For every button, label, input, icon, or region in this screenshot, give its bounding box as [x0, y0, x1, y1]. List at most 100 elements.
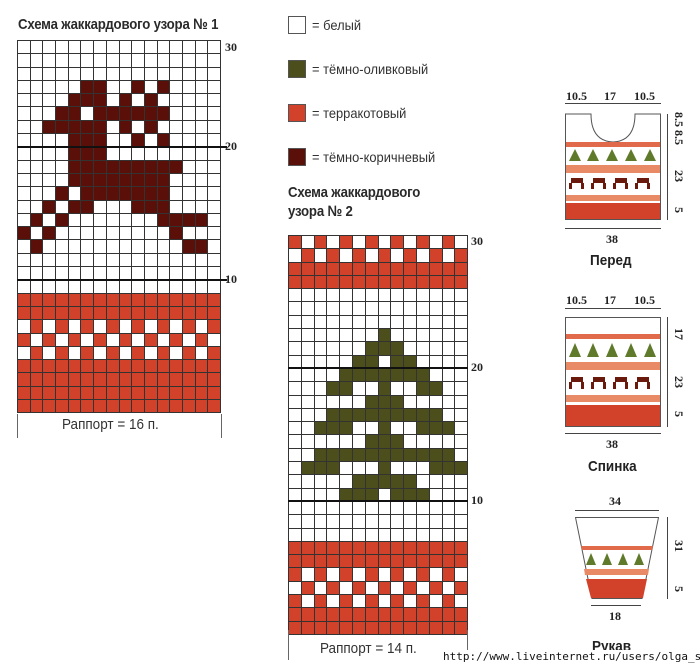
stitch-cell — [106, 293, 119, 306]
chart1-grid — [17, 40, 221, 414]
stitch-cell — [106, 267, 119, 280]
back-side-dim-1: 17 — [672, 328, 686, 340]
stitch-cell — [365, 275, 378, 289]
stitch-cell — [455, 262, 468, 275]
stitch-cell — [455, 395, 468, 408]
stitch-cell — [289, 422, 301, 435]
stitch-cell — [429, 302, 442, 315]
stitch-cell — [327, 501, 340, 515]
front-piece — [565, 95, 661, 220]
stitch-cell — [119, 306, 132, 320]
stitch-cell — [416, 395, 429, 408]
stitch-cell — [119, 54, 132, 67]
stitch-cell — [429, 515, 442, 528]
stitch-cell — [327, 448, 340, 462]
stitch-cell — [455, 422, 468, 435]
stitch-cell — [94, 360, 106, 373]
stitch-cell — [81, 360, 94, 373]
stitch-cell — [365, 236, 378, 249]
stitch-cell — [365, 262, 378, 275]
chart1-rapport-left-bracket — [17, 414, 18, 438]
sleeve-top-dim: 34 — [609, 494, 621, 508]
stitch-cell — [195, 306, 208, 320]
stitch-cell — [378, 289, 391, 302]
stitch-cell — [68, 120, 81, 134]
stitch-cell — [56, 306, 68, 320]
stitch-cell — [182, 373, 195, 386]
stitch-cell — [327, 289, 340, 302]
stitch-cell — [18, 267, 30, 280]
stitch-cell — [81, 253, 94, 267]
stitch-cell — [30, 333, 43, 346]
stitch-cell — [132, 147, 144, 160]
front-piece-drawing — [565, 113, 661, 220]
stitch-cell — [30, 280, 43, 293]
chart2-rapport-right-bracket — [467, 630, 468, 660]
stitch-cell — [157, 333, 170, 346]
stitch-cell — [94, 134, 106, 147]
stitch-cell — [43, 147, 56, 160]
stitch-cell — [157, 306, 170, 320]
stitch-cell — [43, 386, 56, 400]
stitch-cell — [144, 293, 157, 306]
stitch-cell — [106, 227, 119, 240]
stitch-cell — [157, 373, 170, 386]
stitch-cell — [182, 227, 195, 240]
stitch-cell — [327, 275, 340, 289]
stitch-cell — [416, 289, 429, 302]
stitch-cell — [106, 80, 119, 94]
stitch-cell — [94, 346, 106, 360]
stitch-cell — [106, 134, 119, 147]
stitch-cell — [442, 262, 455, 275]
stitch-cell — [289, 382, 301, 395]
stitch-cell — [314, 236, 327, 249]
stitch-cell — [208, 386, 220, 400]
stitch-cell — [68, 227, 81, 240]
stitch-cell — [195, 120, 208, 134]
stitch-cell — [157, 253, 170, 267]
stitch-cell — [416, 595, 429, 608]
color-swatch-icon — [288, 104, 306, 122]
stitch-cell — [170, 306, 182, 320]
stitch-cell — [365, 528, 378, 541]
stitch-cell — [56, 187, 68, 200]
stitch-cell — [340, 435, 352, 448]
stitch-cell — [68, 267, 81, 280]
stitch-cell — [352, 501, 365, 515]
chart2-row20-line — [288, 367, 468, 369]
stitch-cell — [314, 595, 327, 608]
stitch-cell — [208, 213, 220, 227]
watermark-url[interactable]: http://www.liveinternet.ru/users/olga_sa… — [441, 650, 700, 663]
stitch-cell — [378, 329, 391, 342]
stitch-cell — [106, 280, 119, 293]
stitch-cell — [352, 595, 365, 608]
stitch-cell — [43, 400, 56, 413]
stitch-cell — [404, 501, 416, 515]
stitch-cell — [195, 94, 208, 107]
stitch-cell — [365, 355, 378, 368]
stitch-cell — [416, 488, 429, 501]
chart2-title-line1: Схема жаккардового — [288, 184, 421, 201]
legend-label: = тёмно-коричневый — [312, 149, 436, 165]
stitch-cell — [429, 249, 442, 262]
stitch-cell — [18, 187, 30, 200]
stitch-cell — [94, 267, 106, 280]
stitch-cell — [365, 315, 378, 329]
stitch-cell — [18, 346, 30, 360]
stitch-cell — [404, 289, 416, 302]
stitch-cell — [314, 568, 327, 581]
stitch-cell — [391, 315, 404, 329]
stitch-cell — [455, 568, 468, 581]
stitch-cell — [170, 107, 182, 120]
stitch-cell — [301, 329, 314, 342]
stitch-cell — [144, 120, 157, 134]
stitch-cell — [378, 541, 391, 555]
stitch-cell — [170, 386, 182, 400]
stitch-cell — [182, 400, 195, 413]
stitch-cell — [43, 200, 56, 213]
stitch-cell — [289, 488, 301, 501]
stitch-cell — [106, 373, 119, 386]
stitch-cell — [106, 107, 119, 120]
stitch-cell — [391, 302, 404, 315]
stitch-cell — [208, 107, 220, 120]
